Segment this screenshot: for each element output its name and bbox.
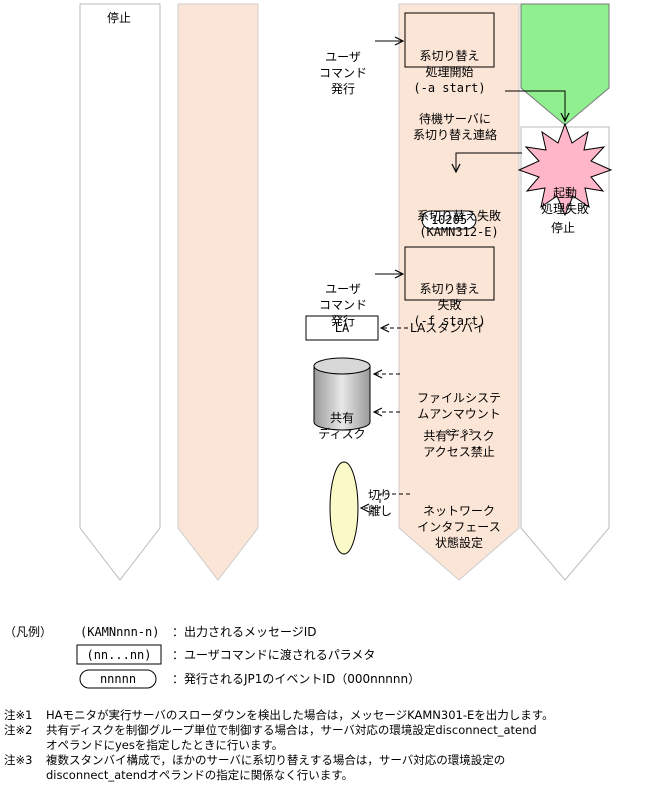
user-command-2-label: ユーザコマンド発行 bbox=[318, 282, 367, 328]
disk-access-label: 共有ディスクアクセス禁止 bbox=[423, 429, 495, 459]
legend-event-desc: ：発行されるJP1のイベントID（000nnnnn） bbox=[172, 672, 421, 686]
switch-fail-box bbox=[404, 246, 495, 301]
user-command-1-label: ユーザコマンド発行 bbox=[318, 50, 367, 96]
lane-4-green-arrow bbox=[520, 3, 610, 126]
lane-1-status: 停止 bbox=[107, 11, 132, 25]
unmount-label: ファイルシステムアンマウント bbox=[416, 391, 501, 421]
footnotes: 注※1 HAモニタが実行サーバのスローダウンを検出した場合は，メッセージKAMN… bbox=[4, 708, 656, 783]
shared-disk-label: 共有ディスク bbox=[318, 411, 366, 441]
notify-standby-arrow bbox=[505, 90, 565, 121]
la-box bbox=[305, 315, 379, 341]
legend-event-pill bbox=[79, 669, 157, 689]
network-interface-icon bbox=[329, 461, 359, 555]
legend-message-desc: ：出力されるメッセージID bbox=[172, 625, 317, 639]
lane-4-status: 停止 bbox=[551, 221, 576, 235]
legend-param-sample: (nn...nn) bbox=[86, 648, 152, 662]
event-id-pill bbox=[421, 210, 477, 230]
switch-start-box bbox=[404, 12, 495, 68]
legend-event-sample: nnnnn bbox=[99, 672, 137, 686]
lane-1-stopped bbox=[79, 3, 161, 581]
switch-start-label: 系切り替え処理開始(-a start) bbox=[413, 49, 486, 95]
la-box-label: LA bbox=[334, 321, 350, 335]
note-2: 注※2 共有ディスクを制御グループ単位で制御する場合は，サーバ対応の環境設定di… bbox=[4, 723, 537, 752]
lane-2-peach bbox=[177, 3, 259, 581]
la-standby-label: LAスタンバイ bbox=[410, 321, 486, 335]
legend-message-sample: (KAMNnnn-n) bbox=[80, 625, 160, 639]
startup-fail-starburst bbox=[517, 122, 613, 217]
switch-fail-message: 系切り替え失敗(KAMN312-E) bbox=[416, 209, 501, 239]
network-state-label: ネットワークインタフェース状態設定 bbox=[417, 504, 501, 550]
disk-note-ref: ※2, ※3 bbox=[444, 428, 474, 437]
legend-param-box bbox=[76, 644, 162, 665]
event-id-value: 10205 bbox=[430, 213, 468, 227]
network-state-arrow bbox=[361, 493, 410, 508]
note-3: 注※3 複数スタンバイ構成で，ほかのサーバに系切り替えする場合は，サーバ対応の環… bbox=[4, 753, 506, 782]
legend-param-desc: ：ユーザコマンドに渡されるパラメタ bbox=[172, 648, 376, 662]
startup-fail-arrow bbox=[456, 152, 522, 172]
detach-label: 切り離し bbox=[367, 488, 392, 518]
notify-standby-label: 待機サーバに系切り替え連絡 bbox=[412, 112, 497, 142]
shared-disk-icon bbox=[313, 357, 371, 431]
startup-fail-label: 起動処理失敗 bbox=[540, 186, 589, 216]
legend-title: （凡例） bbox=[4, 625, 53, 639]
note-1: 注※1 HAモニタが実行サーバのスローダウンを検出した場合は，メッセージKAMN… bbox=[4, 708, 554, 722]
switch-fail-label: 系切り替え失敗(-f start) bbox=[413, 282, 486, 328]
lane-4-stopped bbox=[520, 126, 610, 581]
